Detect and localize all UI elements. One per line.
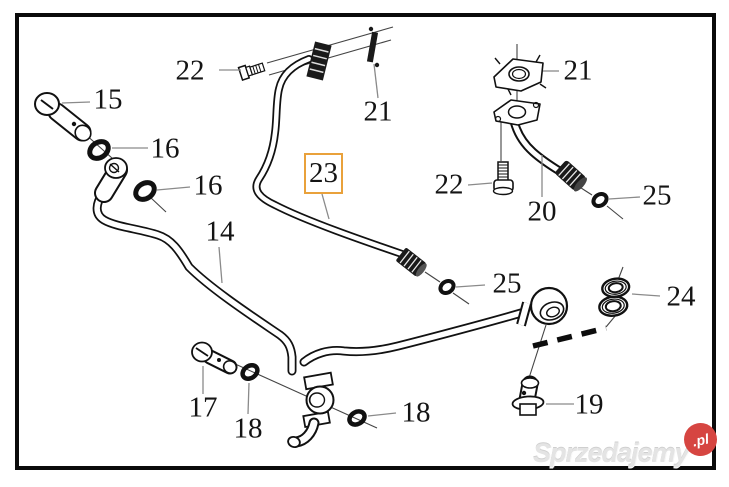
callout-24: 24 [666, 280, 696, 313]
hose-14 [92, 188, 526, 376]
hose-23 [252, 55, 413, 262]
oring-18-left-icon [240, 363, 260, 381]
hose-23-flange-icon [306, 41, 332, 81]
callout-22-left: 22 [175, 54, 205, 87]
diagram-border-frame [15, 13, 716, 470]
hose-20-flange-icon [493, 99, 541, 126]
callout-14: 14 [205, 215, 235, 248]
callout-15: 15 [93, 83, 123, 116]
oring-25-center-icon [438, 278, 456, 296]
hose-20 [509, 116, 566, 177]
washers-24-icon [598, 277, 631, 317]
oring-16-lower-icon [133, 180, 157, 202]
banjo-bolt-17-icon [191, 341, 238, 375]
callout-18-left: 18 [233, 412, 263, 445]
fitting-19-icon [511, 375, 545, 416]
gasket-21-left-icon [366, 26, 380, 68]
gasket-21-right-icon [493, 54, 547, 96]
callout-21-right: 21 [563, 54, 593, 87]
banjo-bolt-15-icon [34, 92, 92, 142]
callout-25-right: 25 [642, 179, 672, 212]
watermark-text: Sprzedajemy [533, 438, 690, 468]
ball-end-fitting-icon [516, 286, 569, 327]
oring-16-upper-icon [87, 139, 111, 161]
callout-16-lower: 16 [193, 169, 223, 202]
oring-25-right-icon [591, 191, 609, 209]
callout-18-right: 18 [401, 396, 431, 429]
hose-20-endcap-icon [555, 160, 587, 192]
hose-23-endcap-icon [396, 248, 427, 277]
callout-17: 17 [188, 391, 218, 424]
callout-21-left: 21 [363, 95, 393, 128]
bolt-22-right-icon [492, 161, 514, 196]
callout-19: 19 [574, 388, 604, 421]
bolt-22-left-icon [237, 62, 266, 81]
callout-16-upper: 16 [150, 132, 180, 165]
callout-23: 23 [309, 157, 338, 189]
callout-20: 20 [527, 195, 557, 228]
elbow-fitting-icon [94, 157, 128, 203]
banjo-junction-icon [287, 371, 335, 449]
callout-25-center: 25 [492, 267, 522, 300]
oring-18-right-icon [347, 409, 367, 427]
dashed-connector [532, 325, 607, 349]
callout-22-right: 22 [434, 168, 464, 201]
leader-lines [61, 63, 661, 417]
highlight-box-23: 23 [304, 153, 343, 194]
